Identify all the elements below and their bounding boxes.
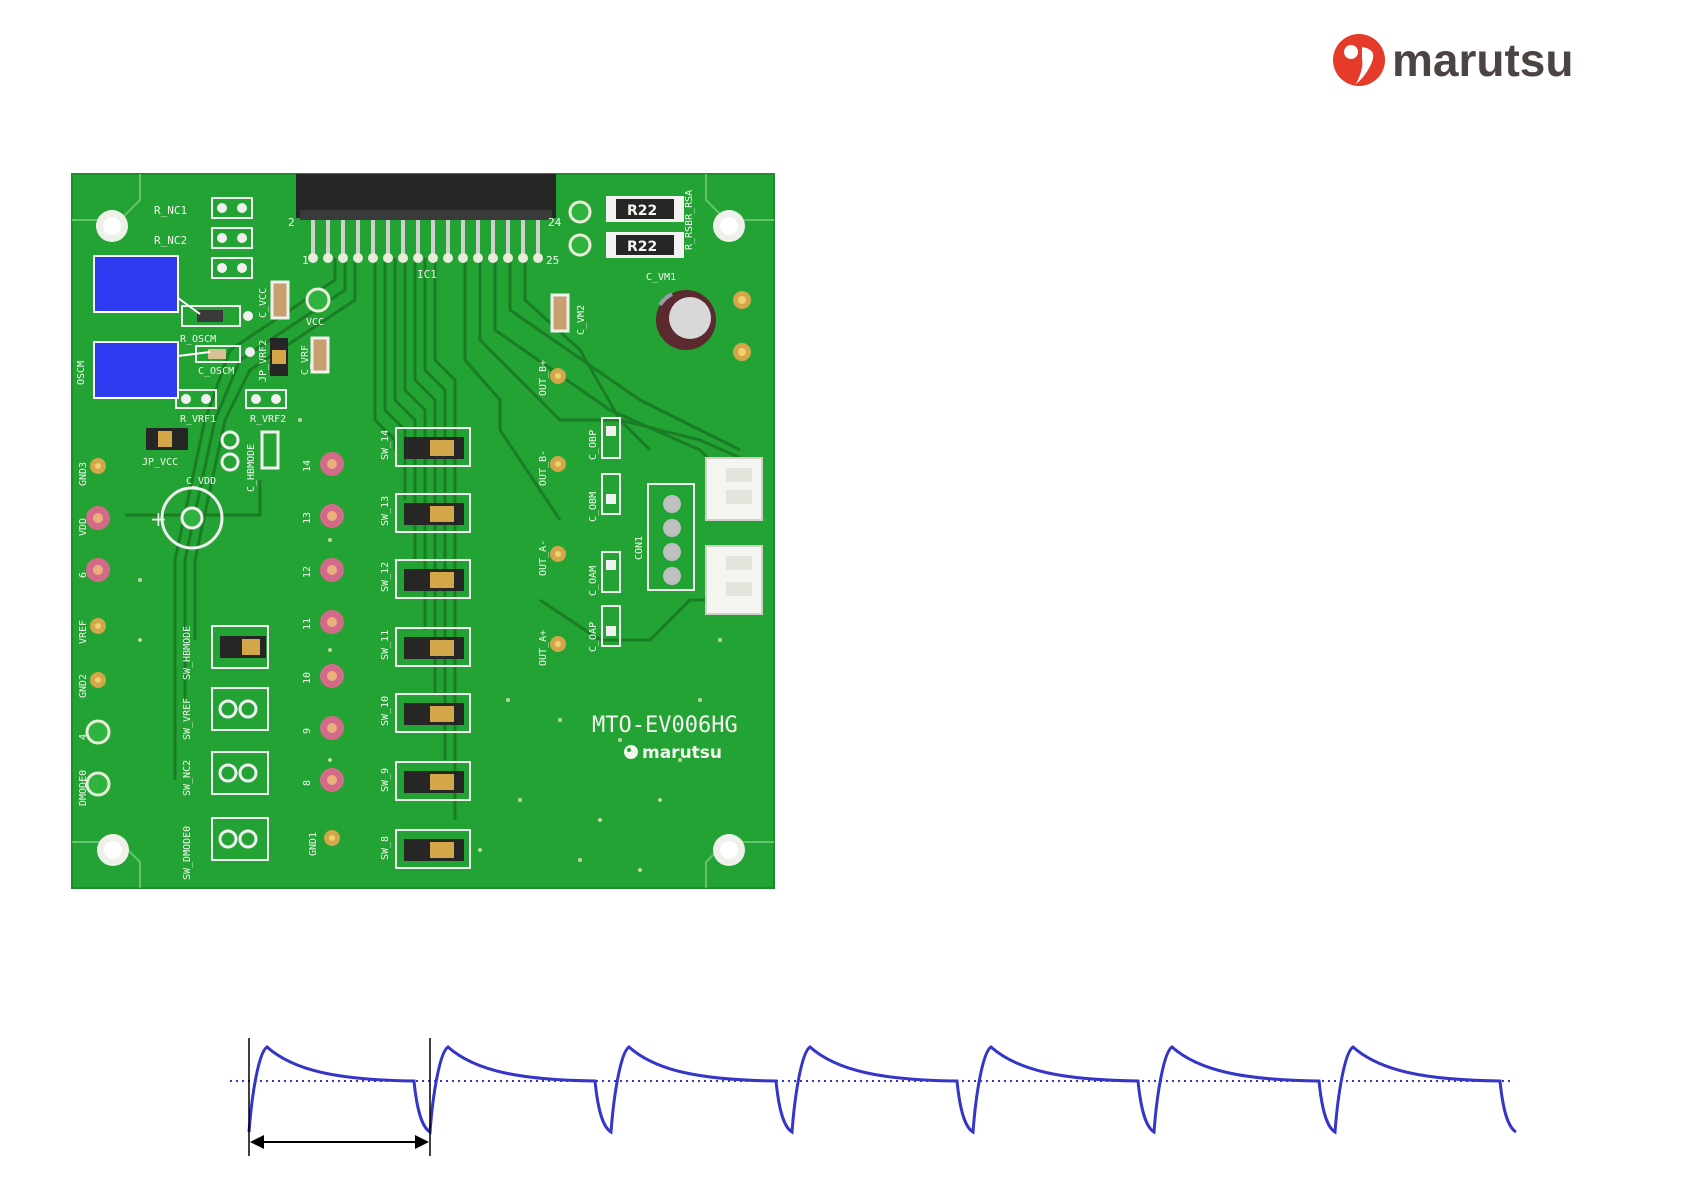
left-sw-label: SW_DMODE0 xyxy=(182,826,193,880)
cvrf-label: C_VRF xyxy=(300,345,311,375)
pcb-board: 2 24 1 25 IC1 R22 R22 R_RSBR_RSA C_VM1 xyxy=(71,173,775,889)
cvm2-label: C_VM2 xyxy=(576,305,587,335)
out-label: OUT_B- xyxy=(538,450,549,486)
sw-jumper-column xyxy=(395,427,471,869)
cvdd-label: C_VDD xyxy=(186,476,216,487)
sw-label: SW_11 xyxy=(380,630,391,660)
power-post-icon xyxy=(733,291,751,361)
left-sw-label: SW_HBMODE xyxy=(182,626,193,680)
out-label: OUT_A- xyxy=(538,540,549,576)
output-caps xyxy=(601,417,621,647)
left-pin-label: 6 xyxy=(78,572,89,578)
jpvcc-label: JP_VCC xyxy=(142,457,178,468)
sw-label: SW_12 xyxy=(380,562,391,592)
left-pin-label: GND3 xyxy=(78,462,89,486)
pad-row-rnc2 xyxy=(211,227,253,249)
gnd1-label: GND1 xyxy=(308,832,319,856)
sw-label: SW_13 xyxy=(380,496,391,526)
mid-pin-label: 13 xyxy=(302,512,313,524)
sense-resistor-1: R22 xyxy=(606,196,684,222)
left-pin-label: VREF xyxy=(78,620,89,644)
sense-resistor-2: R22 xyxy=(606,232,684,258)
marutsu-logo: marutsu xyxy=(1333,34,1573,86)
ic-label: IC1 xyxy=(417,268,437,281)
waveform-trace xyxy=(247,1045,1517,1135)
sw-label: SW_9 xyxy=(380,768,391,792)
cvm1-label: C_VM1 xyxy=(646,272,676,283)
logo-text: marutsu xyxy=(1392,34,1573,86)
mid-pin-label: 10 xyxy=(302,672,313,684)
out-label: OUT_B+ xyxy=(538,360,549,396)
out-test-points xyxy=(550,368,566,652)
arrow-head-left-icon xyxy=(250,1135,264,1149)
rnc2-label: R_NC2 xyxy=(154,234,187,247)
jpvrf2-label: JP_VRF2 xyxy=(258,340,269,382)
pad-row-3 xyxy=(211,257,253,279)
arrow-head-right-icon xyxy=(415,1135,429,1149)
board-maker-text: marutsu xyxy=(642,743,722,763)
left-switch-blocks xyxy=(211,625,269,861)
rvrf2-label: R_VRF2 xyxy=(250,414,286,425)
mid-pin-label: 12 xyxy=(302,566,313,578)
svg-text:+: + xyxy=(150,507,167,531)
callout-box-2 xyxy=(93,341,179,399)
mid-pin-label: 11 xyxy=(302,618,313,630)
pin-label-24: 24 xyxy=(548,216,562,229)
vias xyxy=(138,418,722,872)
rvrf1-label: R_VRF1 xyxy=(180,414,216,425)
oscm-label: OSCM xyxy=(76,361,87,385)
pad-row-rnc1 xyxy=(211,197,253,219)
chbmode-label: C_HBMODE xyxy=(246,444,257,492)
jst-connector-icon xyxy=(705,457,763,615)
resistor-value-2: R22 xyxy=(627,239,657,255)
pin-label-2: 2 xyxy=(288,216,295,229)
mid-test-points xyxy=(320,452,344,846)
con1-label: CON1 xyxy=(634,536,645,560)
resistor-value-1: R22 xyxy=(627,203,657,219)
mounting-hole-icon xyxy=(96,210,745,866)
vcc-label: VCC xyxy=(306,317,324,328)
mid-pin-label: 8 xyxy=(302,780,313,786)
sw-label: SW_14 xyxy=(380,430,391,460)
oscillator-waveform xyxy=(230,1038,1517,1156)
cosc-label: C_OSCM xyxy=(198,366,234,377)
cap-out-label: C_OAM xyxy=(588,566,599,596)
pin-label-25: 25 xyxy=(546,254,559,267)
board-maker-logo: marutsu xyxy=(624,743,722,763)
left-sw-label: SW_VREF xyxy=(182,698,193,740)
left-pin-label: GND2 xyxy=(78,674,89,698)
rosc-label: R_OSCM xyxy=(180,334,216,345)
sw-label: SW_10 xyxy=(380,696,391,726)
board-model-label: MTO-EV006HG xyxy=(592,713,738,738)
left-pin-label: 4 xyxy=(78,734,89,740)
pcb-traces xyxy=(125,258,746,820)
cap-out-label: C_OAP xyxy=(588,622,599,652)
logo-mark-icon xyxy=(1333,34,1385,86)
sw-label: SW_8 xyxy=(380,836,391,860)
left-sw-label: SW_NC2 xyxy=(182,760,193,796)
left-pin-label: VDD xyxy=(78,518,89,536)
mid-pin-label: 14 xyxy=(302,460,313,472)
cap-out-label: C_OBM xyxy=(588,492,599,522)
rnc1-label: R_NC1 xyxy=(154,204,187,217)
cap-out-label: C_OBP xyxy=(588,430,599,460)
mid-pin-label: 9 xyxy=(302,728,313,734)
out-label: OUT_A+ xyxy=(538,630,549,666)
left-test-points xyxy=(85,458,111,797)
header-connector: 2 24 1 25 IC1 xyxy=(288,174,562,281)
rrsb-label: R_RSBR_RSA xyxy=(684,190,695,250)
callout-box-1 xyxy=(93,255,179,313)
cvcc-label: C_VCC xyxy=(258,288,269,318)
electrolytic-capacitor-icon xyxy=(656,290,716,350)
pin-label-1: 1 xyxy=(302,254,309,267)
left-pin-label: DMODE0 xyxy=(78,770,89,806)
